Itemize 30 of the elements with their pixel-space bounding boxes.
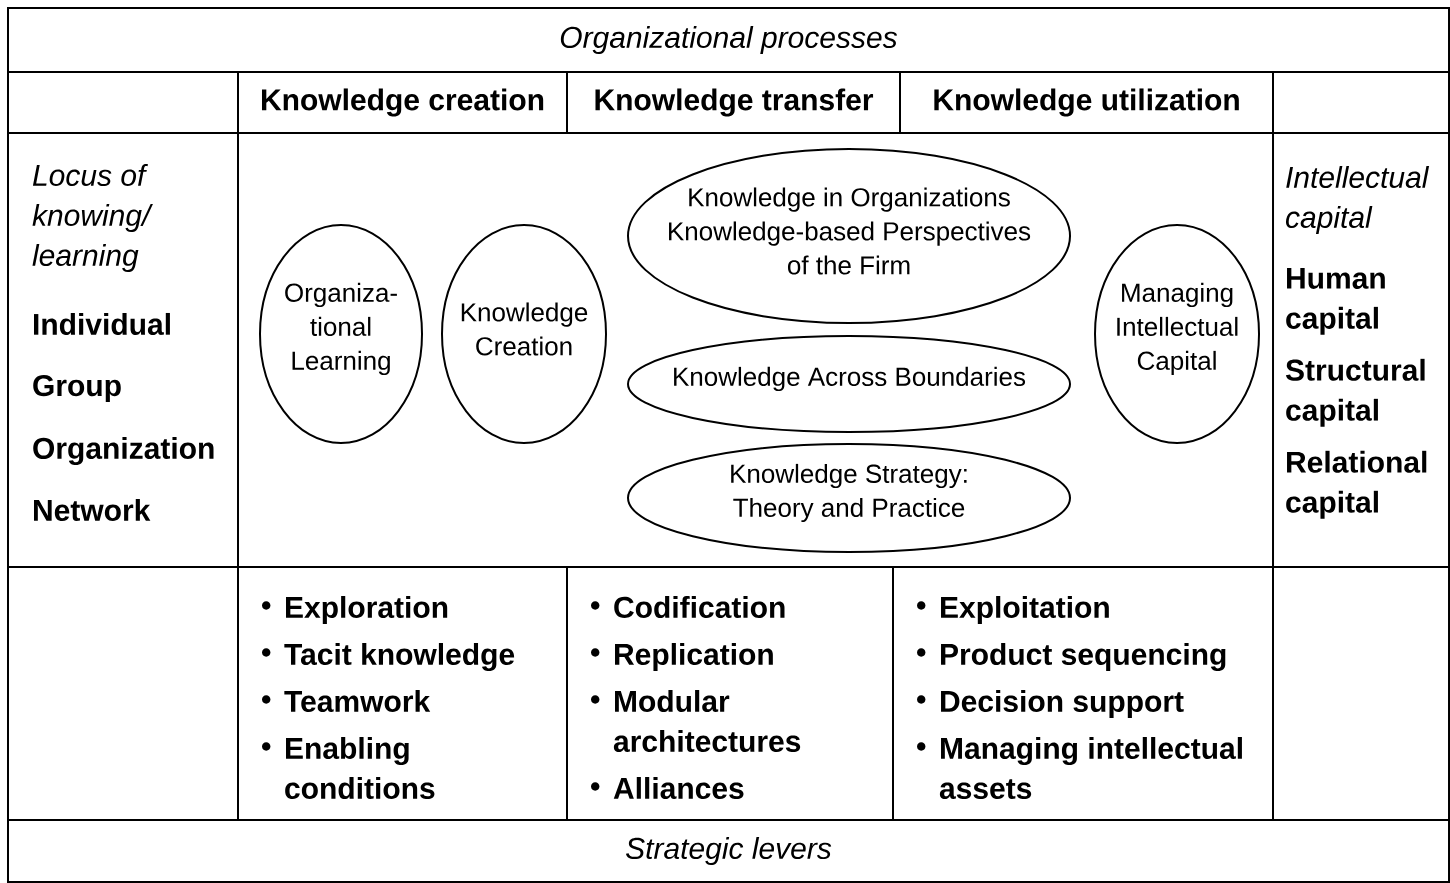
list-item: Modular architectures [591,690,801,753]
list-item: Exploration [262,596,448,624]
list-item: Teamwork [262,690,431,713]
row-label: Organization [33,436,214,466]
row-label: Individual [34,312,170,335]
table-cell [591,596,801,800]
list-item: Managing intellectual assets [917,737,1242,800]
row-label: Network [34,498,151,521]
column-heading: Knowledge utilization [934,88,1239,117]
list-item: Tacit knowledge [262,643,515,672]
table-cell [262,596,515,800]
row-label: Human capital [1286,267,1385,335]
table-cell [917,596,1242,800]
row-label: Relational capital [1286,450,1427,519]
band-heading: Strategic levers [625,837,832,865]
list-item: Alliances [591,777,744,800]
row-label: Group [33,374,121,403]
side-heading: Intellectual capital [1286,166,1430,234]
list-item: Decision support [917,690,1184,718]
side-heading: Locus of knowing/ learning [32,164,153,272]
list-item: Enabling conditions [262,737,435,800]
band-heading: Organizational processes [560,26,898,54]
column-heading: Knowledge transfer [595,88,874,117]
row-label: Structural capital [1285,358,1425,427]
list-item: Codification [591,596,785,618]
column-heading: Knowledge creation [262,88,544,117]
list-item: Exploitation [917,596,1109,624]
list-item: Product sequencing [917,643,1226,672]
list-item: Replication [591,643,773,671]
diagram-area [237,132,1274,568]
